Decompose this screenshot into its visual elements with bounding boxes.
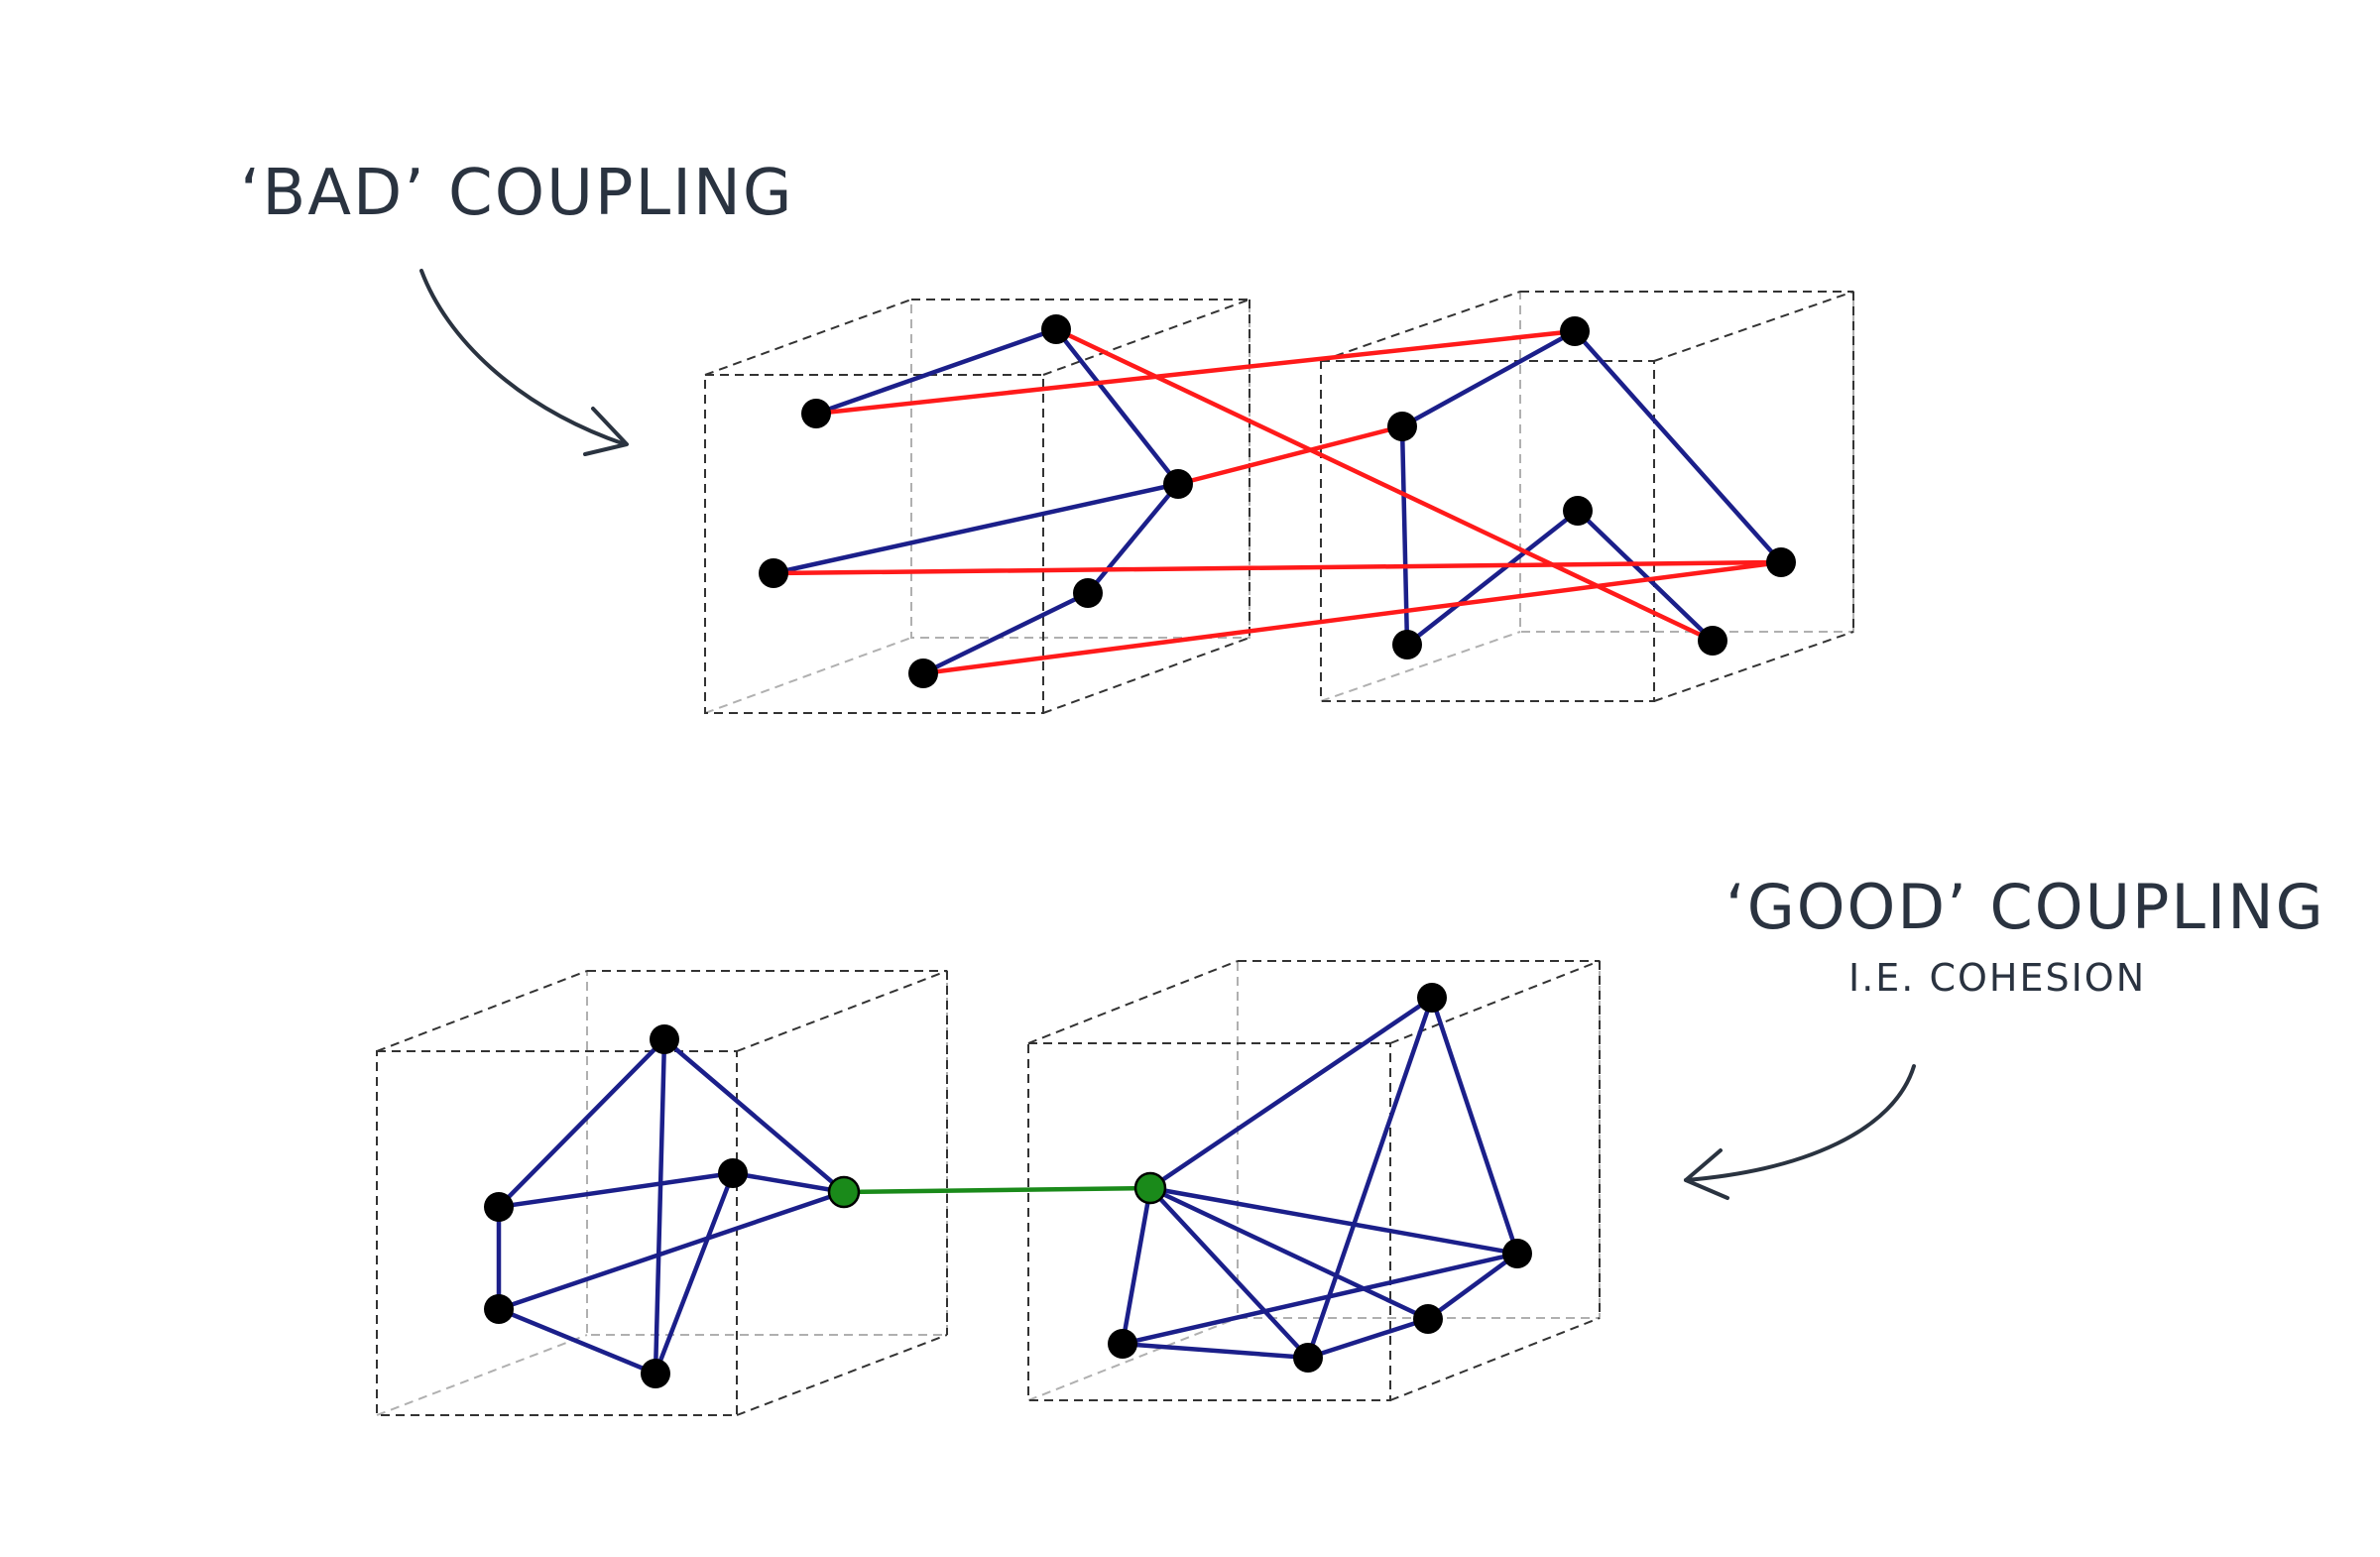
arrow-to-bad-diagram-icon [419, 269, 629, 456]
cross-module-edge-good [841, 1185, 1153, 1195]
internal-edge [1575, 508, 1716, 644]
bad-module-a-box [704, 299, 1250, 714]
internal-edge [730, 1170, 847, 1195]
box-depth-edge [1042, 299, 1250, 376]
graph-node [1413, 1304, 1443, 1334]
box-depth-edge [1389, 1317, 1601, 1401]
graph-node [1563, 496, 1593, 526]
internal-edge [1147, 1185, 1431, 1322]
graph-node [759, 558, 788, 588]
interface-node [827, 1175, 861, 1209]
cross-module-edge-bad [1175, 423, 1405, 487]
internal-edge [920, 590, 1091, 676]
box-front-face [1320, 360, 1655, 702]
box-front-face [376, 1050, 738, 1416]
box-depth-edge [1653, 631, 1854, 702]
box-hidden-edge [1027, 1317, 1239, 1401]
internal-edge [813, 326, 1059, 417]
box-hidden-edge [704, 637, 912, 714]
box-front-face [704, 374, 1044, 714]
box-hidden-edge [1320, 631, 1521, 702]
internal-edge [496, 1170, 736, 1210]
arrow-to-good-diagram-icon [1684, 1064, 1916, 1200]
internal-edge [1120, 1251, 1520, 1347]
internal-edge [653, 1170, 736, 1377]
good-coupling-label: ‘GOOD’ COUPLING [1726, 871, 2325, 943]
box-depth-edge [704, 299, 912, 376]
cross-module-edge-bad [1053, 326, 1716, 644]
graph-node [718, 1158, 748, 1188]
internal-edge [661, 1036, 847, 1195]
graph-node [1108, 1329, 1137, 1359]
graph-node [1392, 630, 1422, 659]
internal-edge [1404, 508, 1581, 648]
graph-node [1766, 547, 1796, 577]
internal-edge [1399, 328, 1578, 429]
internal-edge [1572, 328, 1784, 565]
box-depth-edge [1653, 291, 1854, 362]
box-depth-edge [736, 970, 948, 1052]
graph-node [1073, 578, 1103, 608]
good-module-b-box [1027, 960, 1601, 1401]
box-depth-edge [1027, 960, 1239, 1044]
internal-edge [1120, 1341, 1311, 1361]
graph-node [1293, 1343, 1323, 1373]
bad-coupling-label: ‘BAD’ COUPLING [240, 157, 794, 230]
graph-node [1041, 314, 1071, 344]
good-module-a-box [376, 970, 948, 1416]
internal-edge [1053, 326, 1181, 487]
cohesion-sublabel: I.E. COHESION [1848, 956, 2147, 1000]
bad-module-b-box [1320, 291, 1854, 702]
graph-node [484, 1294, 514, 1324]
internal-edge [771, 481, 1181, 576]
internal-edge [1147, 1185, 1520, 1257]
graph-node [1417, 983, 1447, 1013]
box-depth-edge [736, 1334, 948, 1416]
internal-edge [496, 1189, 847, 1312]
internal-edge [1305, 995, 1435, 1361]
internal-edge [1425, 1251, 1520, 1322]
graph-node [1163, 469, 1193, 499]
cross-module-edge-bad [813, 328, 1578, 417]
graph-node [1698, 626, 1727, 656]
graph-node [801, 399, 831, 428]
graph-node [484, 1192, 514, 1222]
internal-edge [496, 1306, 658, 1377]
graph-node [1502, 1239, 1532, 1268]
internal-edge [1399, 423, 1410, 648]
box-front-face [1027, 1042, 1391, 1401]
box-back-face [1237, 960, 1601, 1319]
graph-node [908, 659, 938, 688]
internal-edge [1120, 1185, 1153, 1347]
cross-module-edge-bad [920, 559, 1784, 676]
box-depth-edge [1320, 291, 1521, 362]
internal-edge [653, 1036, 667, 1377]
internal-edge [1085, 481, 1181, 596]
internal-edge [1147, 995, 1435, 1191]
box-back-face [586, 970, 948, 1336]
graph-node [650, 1024, 679, 1054]
graph-node [641, 1359, 670, 1388]
box-hidden-edge [376, 1334, 588, 1416]
interface-node [1133, 1171, 1167, 1205]
internal-edge [1429, 995, 1520, 1257]
internal-edge [496, 1036, 667, 1210]
cross-module-edge-bad [771, 559, 1784, 576]
box-depth-edge [1389, 960, 1601, 1044]
internal-edge [1147, 1185, 1311, 1361]
internal-edge [1305, 1316, 1431, 1361]
graph-node [1387, 412, 1417, 441]
box-depth-edge [1042, 637, 1250, 714]
box-depth-edge [376, 970, 588, 1052]
graph-node [1560, 316, 1590, 346]
